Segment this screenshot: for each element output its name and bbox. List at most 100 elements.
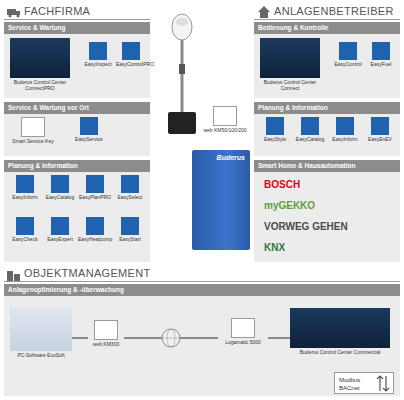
protocol-box: ModbusBACnet bbox=[334, 372, 394, 394]
app-icon: EasyExpert bbox=[43, 217, 77, 255]
node-label: Logamatic 5000 bbox=[218, 340, 268, 346]
app-icon: EasyInspect bbox=[84, 42, 112, 78]
panel-heading: Planung & Information bbox=[254, 102, 400, 114]
app-icon: EasySelect bbox=[113, 175, 147, 213]
panel-heading: Planung & Information bbox=[4, 160, 150, 172]
truck-wheel bbox=[9, 15, 12, 18]
node-label: EasyControl bbox=[334, 62, 362, 68]
partner-logo: VORWEG GEHEN bbox=[264, 218, 390, 236]
cable-wire bbox=[181, 40, 184, 112]
app-icon: EasyStart bbox=[113, 217, 147, 255]
up-arrow-symbol bbox=[377, 376, 383, 391]
partner-logo: BOSCH bbox=[264, 176, 390, 194]
node-label: EasyStyle bbox=[258, 137, 292, 143]
node-label: BACnet bbox=[339, 384, 389, 392]
section-heading: FACHFIRMA bbox=[4, 4, 150, 20]
node-label: EasyCatalog bbox=[43, 195, 77, 201]
panel-heading: Service & Wartung vor Ort bbox=[4, 102, 150, 114]
node-label: EasyCheck bbox=[8, 237, 42, 243]
app-icon: EasyInform bbox=[8, 175, 42, 213]
building-block bbox=[14, 274, 20, 281]
pc-software: PC-Software EcoSoft bbox=[10, 307, 72, 369]
node-label: EasyInform bbox=[8, 195, 42, 201]
group-panel: Planung & InformationEasyStyleEasyCatalo… bbox=[254, 102, 400, 156]
router-device bbox=[172, 14, 192, 40]
partner-logo: KNX bbox=[264, 239, 390, 257]
globe-meridian bbox=[167, 329, 175, 347]
app-icon: EasyFuel bbox=[366, 42, 396, 78]
cable-connector bbox=[268, 337, 290, 339]
down-arrow-symbol bbox=[383, 376, 389, 391]
app-icon: EasyEnEV bbox=[363, 117, 397, 153]
node-label: EasyStart bbox=[113, 237, 147, 243]
panel-heading: Anlagenoptimierung & -überwachung bbox=[4, 284, 400, 296]
node-label: web KM50/100/200 bbox=[200, 128, 250, 134]
cable-connector bbox=[124, 337, 218, 339]
section-heading: OBJEKTMANAGEMENT bbox=[4, 266, 400, 282]
cable-connector bbox=[179, 64, 185, 74]
logo-text: VORWEG GEHEN bbox=[264, 218, 390, 236]
house-body bbox=[260, 12, 268, 18]
group-panel: Service & WartungBuderus Control Center … bbox=[4, 22, 150, 98]
app-icon: EasyStyle bbox=[258, 117, 292, 153]
app-icon: EasyControlPRO bbox=[116, 42, 146, 78]
node-label: Smart Service Key bbox=[12, 139, 54, 145]
group-panel: Smart Home & HausautomationBOSCH myGEKKO V… bbox=[254, 160, 400, 262]
node-label: EasyService bbox=[74, 137, 104, 143]
section-column: OBJEKTMANAGEMENT Anlagenoptimierung & -üb… bbox=[4, 266, 400, 396]
node-label: EasyControlPRO bbox=[116, 62, 146, 68]
app-icon: EasyCheck bbox=[8, 217, 42, 255]
node-label: EasySelect bbox=[113, 195, 147, 201]
truck-wheel bbox=[17, 15, 20, 18]
node-label: PC-Software EcoSoft bbox=[10, 353, 72, 359]
group-panel: Anlagenoptimierung & -überwachungPC-Soft… bbox=[4, 284, 400, 396]
section-column: ANLAGENBETREIBERBedienung & KontrolleBud… bbox=[254, 4, 400, 262]
house-icon bbox=[258, 6, 270, 18]
app-icon: EasyCatalog bbox=[43, 175, 77, 213]
router-top bbox=[176, 18, 188, 26]
app-icon: EasyControl bbox=[334, 42, 362, 78]
boiler-unit: Buderus bbox=[192, 150, 250, 250]
building-icon bbox=[7, 271, 20, 281]
node-label: EasyPlanPRO bbox=[78, 195, 112, 201]
node-label: Buderus bbox=[192, 150, 250, 165]
logo-text: KNX bbox=[264, 239, 390, 257]
app-icon: EasyHeatpump bbox=[78, 217, 112, 255]
cable-connector bbox=[72, 337, 88, 339]
tablet-device: Buderus Control Center ConnectPRO bbox=[10, 38, 70, 94]
node-label: Buderus Control Center ConnectPRO bbox=[10, 80, 70, 91]
node-label: Buderus Control Center Commercial bbox=[290, 350, 390, 356]
node-label: EasyEnEV bbox=[363, 137, 397, 143]
app-icon: EasyService bbox=[74, 117, 104, 153]
node-label: web KM300 bbox=[88, 342, 124, 348]
node-label: Buderus Control Center Connect bbox=[260, 80, 320, 91]
app-icon: EasyPlanPRO bbox=[78, 175, 112, 213]
partner-logo: myGEKKO bbox=[264, 197, 390, 215]
group-panel: Bedienung & KontrolleBuderus Control Cen… bbox=[254, 22, 400, 98]
internet-globe bbox=[162, 329, 180, 347]
panel-heading: Smart Home & Hausautomation bbox=[254, 160, 400, 172]
node-label: EasyHeatpump bbox=[78, 237, 112, 243]
node-label: EasyCatalog bbox=[293, 137, 327, 143]
panel-heading: Service & Wartung bbox=[4, 22, 150, 34]
node-label: EasyInspect bbox=[84, 62, 112, 68]
truck-body bbox=[7, 9, 16, 15]
logo-text: BOSCH bbox=[264, 176, 390, 194]
panel-heading: Bedienung & Kontrolle bbox=[254, 22, 400, 34]
globe-equator bbox=[162, 338, 180, 339]
node-label: EasyInform bbox=[328, 137, 362, 143]
hardware-device: Smart Service Key bbox=[12, 117, 54, 153]
inside-sticker bbox=[168, 112, 196, 134]
gateway-module: web KM50/100/200 bbox=[200, 106, 250, 140]
node-label: Modbus bbox=[339, 376, 389, 384]
tablet-device: Buderus Control Center Connect bbox=[260, 38, 320, 94]
truck-icon bbox=[7, 9, 20, 18]
house-roof bbox=[258, 6, 270, 12]
node-label: EasyExpert bbox=[43, 237, 77, 243]
app-icon: EasyCatalog bbox=[293, 117, 327, 153]
section-column: FACHFIRMA Service & WartungBuderus Contro… bbox=[4, 4, 150, 262]
node-label: EasyFuel bbox=[366, 62, 396, 68]
hardware-device: Logamatic 5000 bbox=[218, 318, 268, 358]
tablet-device: Buderus Control Center Commercial bbox=[290, 308, 390, 368]
